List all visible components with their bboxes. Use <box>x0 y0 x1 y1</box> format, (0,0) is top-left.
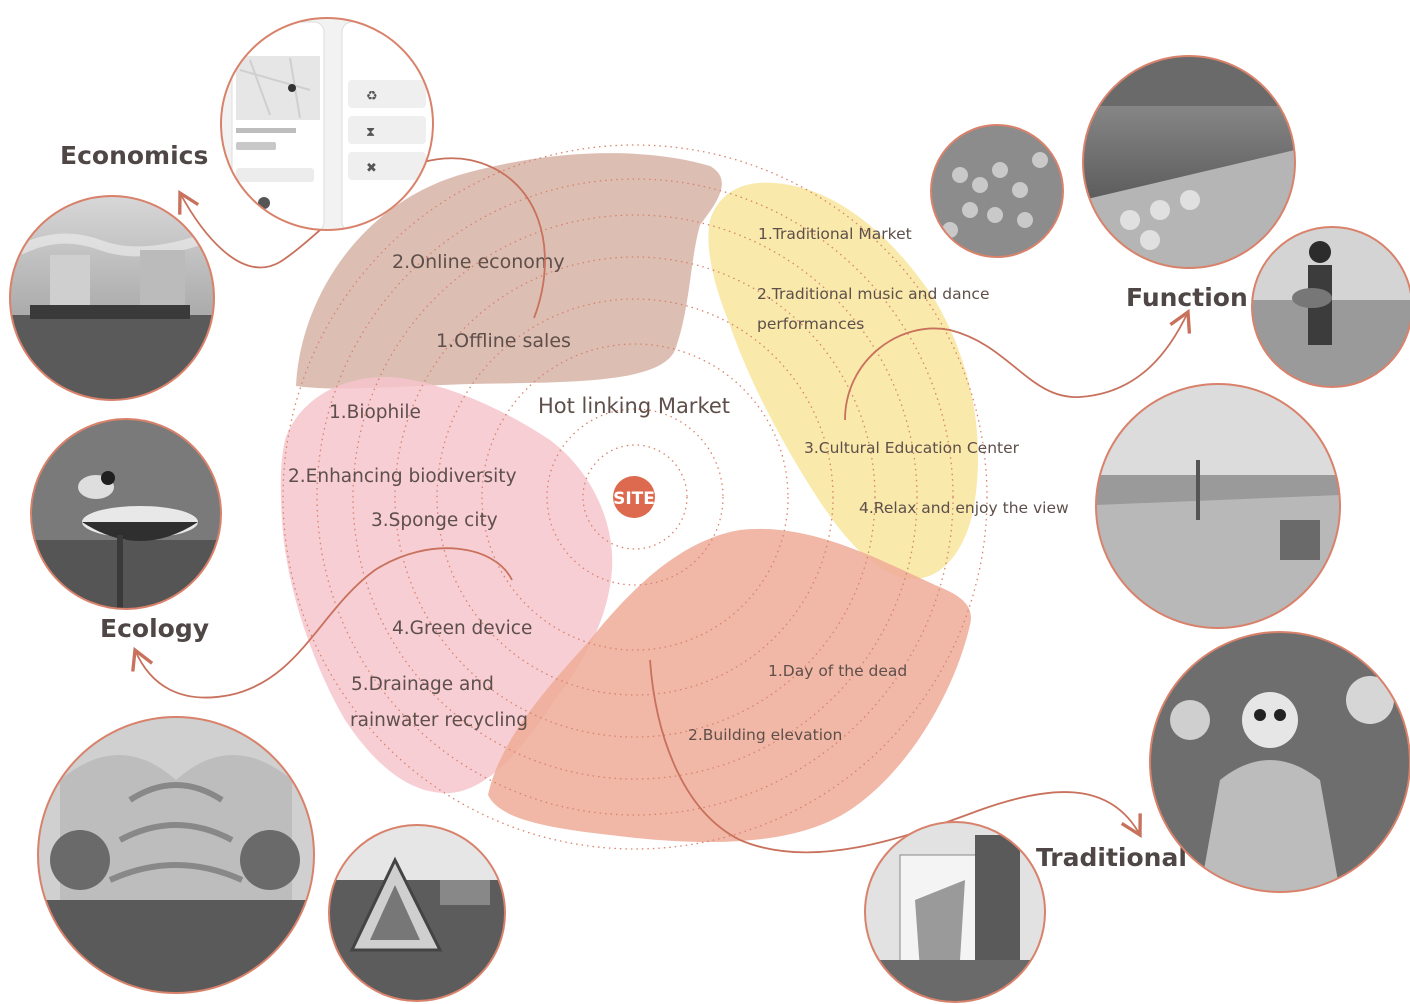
bread-stall-photo <box>930 124 1064 258</box>
traditional-zone <box>488 528 971 843</box>
market-stalls-photo <box>1082 55 1296 269</box>
site-label: SITE <box>613 489 655 509</box>
center-title: Hot linking Market <box>538 394 730 418</box>
ecology-heading: Ecology <box>100 614 209 643</box>
function-arrow <box>844 308 1192 421</box>
mobile-app-screens-photo: ♻ ⧗ ✖ <box>220 17 434 231</box>
function-item-market: 1.Traditional Market <box>758 225 912 243</box>
site-marker <box>613 476 655 518</box>
svg-text:♻: ♻ <box>366 89 378 104</box>
ecology-zone <box>280 377 613 794</box>
economics-item-offline: 1.Offline sales <box>436 330 571 352</box>
arched-greenhouse-photo <box>37 716 315 994</box>
ecology-item-green-device: 4.Green device <box>392 618 532 639</box>
function-item-music: 2.Traditional music and dance <box>757 285 989 303</box>
street-market-photo <box>9 195 215 401</box>
ecology-item-sponge: 3.Sponge city <box>371 510 498 531</box>
traditional-arrow <box>649 659 1142 854</box>
traditional-item-elevation: 2.Building elevation <box>688 726 842 744</box>
function-heading: Function <box>1126 283 1248 312</box>
economics-zone <box>296 153 722 389</box>
view-terrace-photo <box>1095 383 1341 629</box>
traditional-item-day-of-dead: 1.Day of the dead <box>768 662 907 680</box>
traditional-heading: Traditional <box>1036 843 1187 872</box>
triangle-green-device-photo <box>328 824 506 1002</box>
function-item-view: 4.Relax and enjoy the view <box>859 499 1069 517</box>
ecology-item-biodiversity: 2.Enhancing biodiversity <box>288 466 517 487</box>
economics-heading: Economics <box>60 141 208 170</box>
ecology-item-drainage: 5.Drainage and <box>351 674 494 695</box>
economics-item-online: 2.Online economy <box>392 251 565 273</box>
bird-feeder-photo <box>30 418 222 610</box>
ecology-arrow <box>131 547 513 699</box>
function-item-education: 3.Cultural Education Center <box>804 439 1020 457</box>
day-of-the-dead-photo <box>1149 631 1410 893</box>
concentric-dotted-rings <box>282 144 988 850</box>
ecology-item-biophile: 1.Biophile <box>329 402 421 423</box>
function-zone <box>708 182 979 579</box>
ecology-item-rainwater: rainwater recycling <box>350 710 528 731</box>
building-elevation-photo <box>864 821 1046 1003</box>
function-item-music-cont: performances <box>757 315 864 333</box>
svg-text:✖: ✖ <box>366 161 377 176</box>
street-musician-photo <box>1251 226 1410 388</box>
svg-text:⧗: ⧗ <box>366 125 375 140</box>
